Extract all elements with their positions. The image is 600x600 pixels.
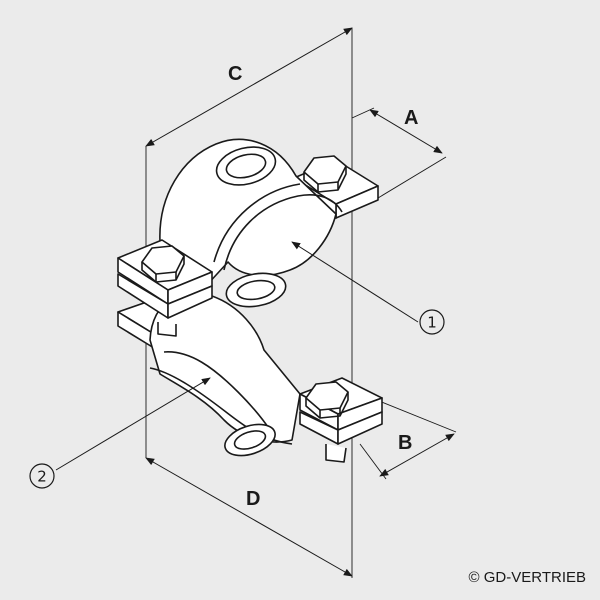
- dimension-label-b: B: [398, 432, 412, 454]
- dimension-label-c: C: [228, 63, 242, 85]
- lower-clamp-half: [117, 292, 383, 463]
- callout-number-1: 1: [427, 314, 437, 332]
- dimension-line-d: D: [145, 457, 353, 577]
- upper-clamp-half: [117, 138, 379, 319]
- callout-number-2: 2: [37, 468, 47, 486]
- dimension-line-c: C: [145, 27, 353, 147]
- copyright-notice: © GD-VERTRIEB: [468, 569, 586, 586]
- dimension-line-b: B: [379, 432, 455, 477]
- dimension-line-a: A: [369, 107, 443, 154]
- callout-leader-1: 1: [291, 241, 445, 335]
- dimension-label-a: A: [404, 107, 418, 129]
- dimension-label-d: D: [246, 488, 260, 510]
- callout-leader-2: 2: [29, 377, 211, 489]
